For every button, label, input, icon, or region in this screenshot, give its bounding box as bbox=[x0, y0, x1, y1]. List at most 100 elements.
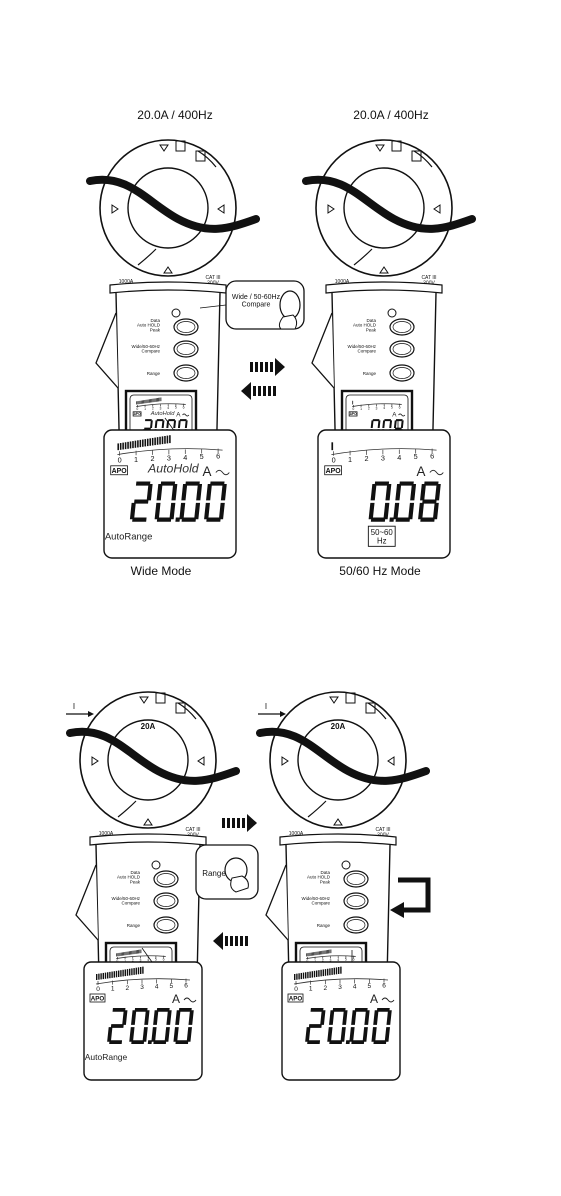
decimal-point bbox=[389, 517, 394, 522]
bargraph-segment bbox=[139, 439, 142, 448]
jaw-rating-label: 1000A bbox=[119, 279, 134, 285]
digit-segment bbox=[384, 419, 391, 422]
digit-segment bbox=[196, 483, 203, 501]
digit-segment bbox=[135, 481, 151, 486]
jaw-triangle-top bbox=[159, 144, 169, 152]
bargraph-segment bbox=[123, 952, 124, 956]
scale-tick-label: 0 bbox=[332, 455, 336, 464]
scale-tick-label: 2 bbox=[150, 454, 154, 463]
digit-segment bbox=[132, 517, 147, 522]
top-left-title: 20.0A / 400Hz bbox=[137, 108, 213, 122]
lcd-reading-digits bbox=[305, 1008, 392, 1044]
bargraph-segment bbox=[330, 949, 332, 954]
bargraph-segment bbox=[327, 949, 328, 954]
digit-segment bbox=[122, 1010, 128, 1025]
jaw-inner bbox=[107, 719, 189, 801]
bargraph-segment bbox=[316, 951, 318, 956]
bargraph-segment bbox=[124, 952, 126, 956]
digit-segment bbox=[308, 1024, 322, 1028]
digit-segment bbox=[151, 1027, 157, 1042]
arrow-dash bbox=[230, 936, 233, 946]
digit-segment bbox=[129, 502, 136, 520]
scale-arc bbox=[117, 448, 223, 456]
bargraph-segment bbox=[129, 951, 130, 955]
bargraph-segment bbox=[127, 951, 129, 955]
autohold-label: AutoHold bbox=[150, 411, 176, 417]
jaw-triangle-bottom bbox=[163, 266, 173, 274]
scale-tick-label: 1 bbox=[348, 455, 352, 464]
bargraph-segment bbox=[142, 966, 144, 974]
bargraph-segment bbox=[159, 436, 161, 445]
digit-segment bbox=[109, 1040, 123, 1044]
digit-segment bbox=[206, 517, 221, 522]
digit-segment bbox=[131, 1040, 145, 1044]
jaw-split bbox=[413, 150, 433, 168]
scale-tick-label: 3 bbox=[381, 453, 385, 462]
digit-segment bbox=[129, 1027, 135, 1042]
conductor-wire bbox=[302, 175, 476, 233]
scale-tick-label: 3 bbox=[167, 453, 171, 462]
bargraph-segment bbox=[319, 951, 320, 955]
jaw-triangle-right bbox=[433, 204, 441, 214]
jaw-split bbox=[177, 702, 197, 720]
apo-label: APO bbox=[91, 996, 105, 1003]
digit-segment bbox=[364, 1010, 370, 1025]
bargraph-segment bbox=[120, 952, 122, 956]
bargraph-segment bbox=[331, 968, 333, 975]
arrow-dash bbox=[270, 362, 273, 372]
digit-segment bbox=[389, 420, 393, 429]
ac-symbol bbox=[429, 469, 444, 476]
back-arrow-bottom bbox=[213, 932, 248, 950]
digit-segment bbox=[371, 1027, 377, 1042]
bargraph-segment bbox=[116, 953, 118, 957]
digit-segment bbox=[395, 517, 411, 522]
jaw-triangle-left bbox=[91, 756, 99, 766]
hazard-icon bbox=[155, 692, 166, 704]
scale-tick-label: 5 bbox=[368, 983, 372, 990]
scale-tick-label: 4 bbox=[183, 453, 187, 462]
bargraph-segment bbox=[331, 442, 334, 451]
scale-tick-label: 6 bbox=[184, 982, 188, 989]
digit-segment bbox=[173, 420, 177, 429]
digit-segment bbox=[177, 420, 181, 429]
bargraph-segment bbox=[146, 399, 148, 404]
back-arrow bbox=[241, 382, 276, 400]
bargraph-segment bbox=[133, 968, 135, 975]
digit-segment bbox=[310, 1008, 324, 1012]
digit-segment bbox=[434, 483, 441, 501]
arrow-dash bbox=[245, 936, 248, 946]
data-hold-button-inner bbox=[176, 321, 196, 333]
digit-segment bbox=[342, 1010, 348, 1025]
range-callout-label: Range bbox=[202, 869, 226, 878]
jaw-split bbox=[367, 702, 387, 720]
apo-box bbox=[89, 993, 106, 1003]
top-right-title: 20.0A / 400Hz bbox=[353, 108, 429, 122]
digit-segment bbox=[370, 517, 386, 522]
bargraph-segment bbox=[134, 950, 136, 954]
scale-arc bbox=[352, 403, 402, 407]
scale-tick-label: 6 bbox=[216, 451, 220, 460]
unit-label: A bbox=[370, 992, 378, 1006]
bargraph-segment bbox=[161, 436, 164, 445]
digit-segment bbox=[161, 420, 165, 429]
digit-segment bbox=[131, 1010, 137, 1025]
arrow-dash bbox=[227, 818, 230, 828]
unit-label: A bbox=[392, 412, 397, 419]
digit-segment bbox=[354, 1008, 368, 1012]
jaw-triangle-left bbox=[327, 204, 335, 214]
bargraph-segment bbox=[109, 971, 111, 979]
bargraph-segment bbox=[296, 973, 298, 980]
hazard-icon bbox=[411, 150, 422, 162]
jaw-split bbox=[197, 150, 217, 168]
arrow-head bbox=[247, 814, 257, 832]
bargraph-segment bbox=[137, 967, 140, 975]
arrow-dash bbox=[260, 362, 263, 372]
arrow-dash bbox=[268, 386, 271, 396]
power-icon bbox=[151, 860, 161, 870]
scale-tick-label: 0 bbox=[294, 986, 298, 993]
digit-segment bbox=[134, 499, 149, 504]
unit-label: A bbox=[202, 464, 211, 479]
digit-segment bbox=[395, 419, 403, 422]
